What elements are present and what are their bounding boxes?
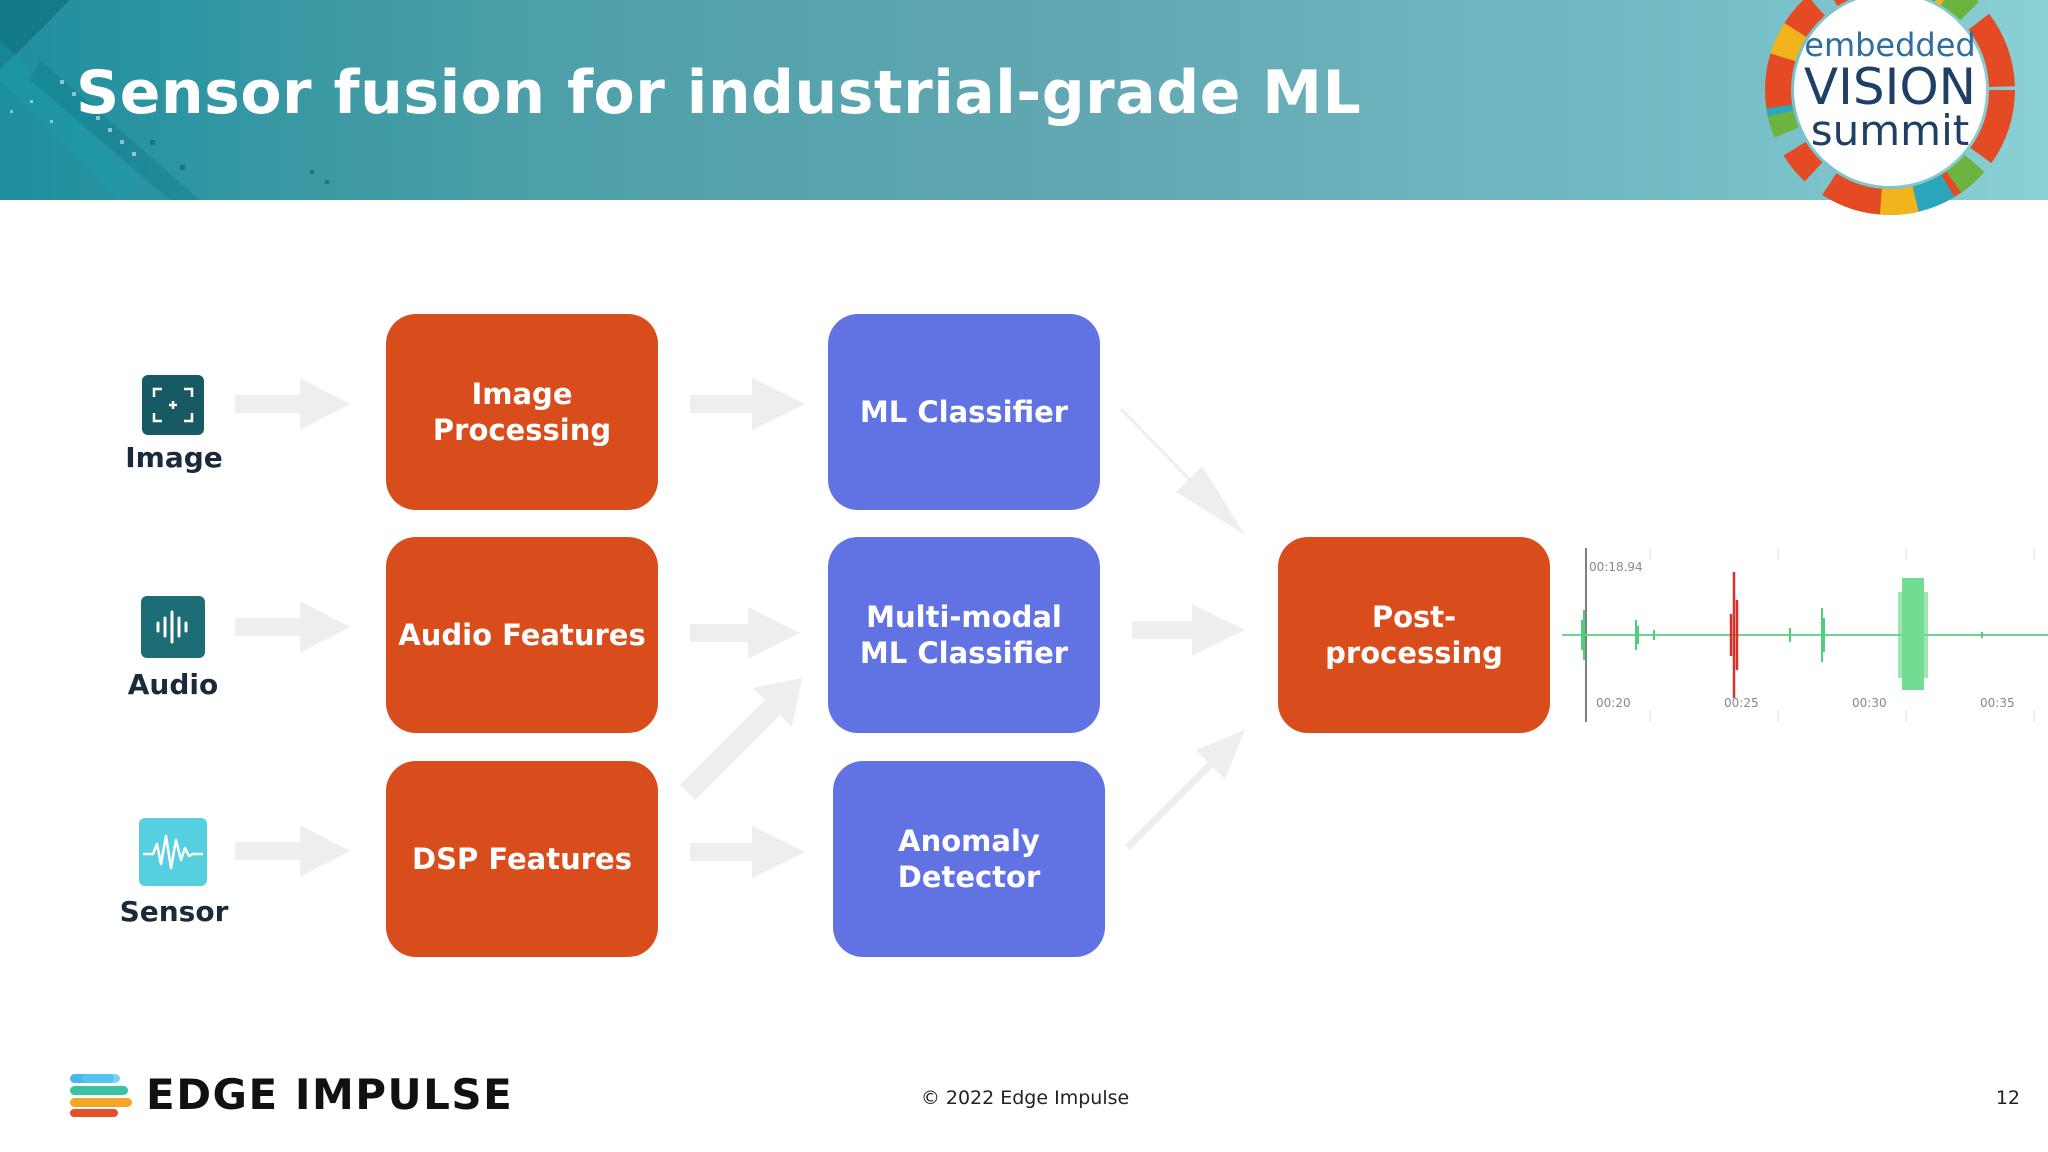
logo-line-summit: summit [1810, 106, 1970, 155]
audio-waveform-icon [141, 596, 205, 658]
arrow-audio-to-multimodal [690, 607, 800, 659]
header-decoration [0, 0, 329, 200]
source-label-sensor: Sensor [119, 895, 229, 928]
image-processing-block: Image Processing [386, 314, 658, 510]
waveform-tick-1: 00:20 [1596, 696, 1631, 710]
post-processing-block: Post- processing [1278, 537, 1550, 733]
arrow-audio-to-features [235, 601, 350, 653]
source-label-image: Image [125, 441, 223, 474]
dsp-features-block: DSP Features [386, 761, 658, 957]
copyright-notice: © 2022 Edge Impulse [920, 1087, 1130, 1109]
anomaly-detector-block: Anomaly Detector [833, 761, 1105, 957]
image-capture-icon [142, 375, 204, 435]
waveform-tick-2: 00:25 [1724, 696, 1759, 710]
waveform-start-time: 00:18.94 [1589, 560, 1643, 574]
arrow-anomaly-to-post [1125, 730, 1245, 850]
audio-features-block: Audio Features [386, 537, 658, 733]
signal-waveform-plot: 00:18.94 00:20 00:25 00:30 00:35 [1562, 548, 2048, 722]
sensor-signal-icon [139, 818, 207, 886]
source-label-audio: Audio [127, 668, 219, 701]
edge-impulse-logo-icon [70, 1074, 132, 1117]
waveform-tick-3: 00:30 [1852, 696, 1887, 710]
page-number: 12 [1995, 1087, 2020, 1109]
logo-line-embedded: embedded [1804, 26, 1976, 64]
embedded-vision-summit-logo: embedded VISION summit [1730, 0, 2030, 250]
slide-title: Sensor fusion for industrial-grade ML [76, 58, 1362, 128]
arrow-classifier-to-post [1120, 398, 1245, 535]
multimodal-classifier-block: Multi-modal ML Classifier [828, 537, 1100, 733]
arrow-multimodal-to-post [1132, 604, 1245, 656]
arrow-dsp-to-anomaly [690, 826, 805, 878]
arrow-dsp-to-multimodal [680, 678, 802, 800]
arrow-image-to-processing [235, 378, 350, 430]
edge-impulse-brand: EDGE IMPULSE [146, 1070, 514, 1119]
arrow-sensor-to-dsp [235, 825, 350, 877]
logo-ring-icon [1765, 0, 2015, 215]
logo-line-vision: VISION [1803, 58, 1977, 116]
ml-classifier-block: ML Classifier [828, 314, 1100, 510]
header-banner: Sensor fusion for industrial-grade ML [0, 0, 2048, 200]
arrow-processing-to-classifier [690, 378, 805, 430]
waveform-tick-4: 00:35 [1980, 696, 2015, 710]
